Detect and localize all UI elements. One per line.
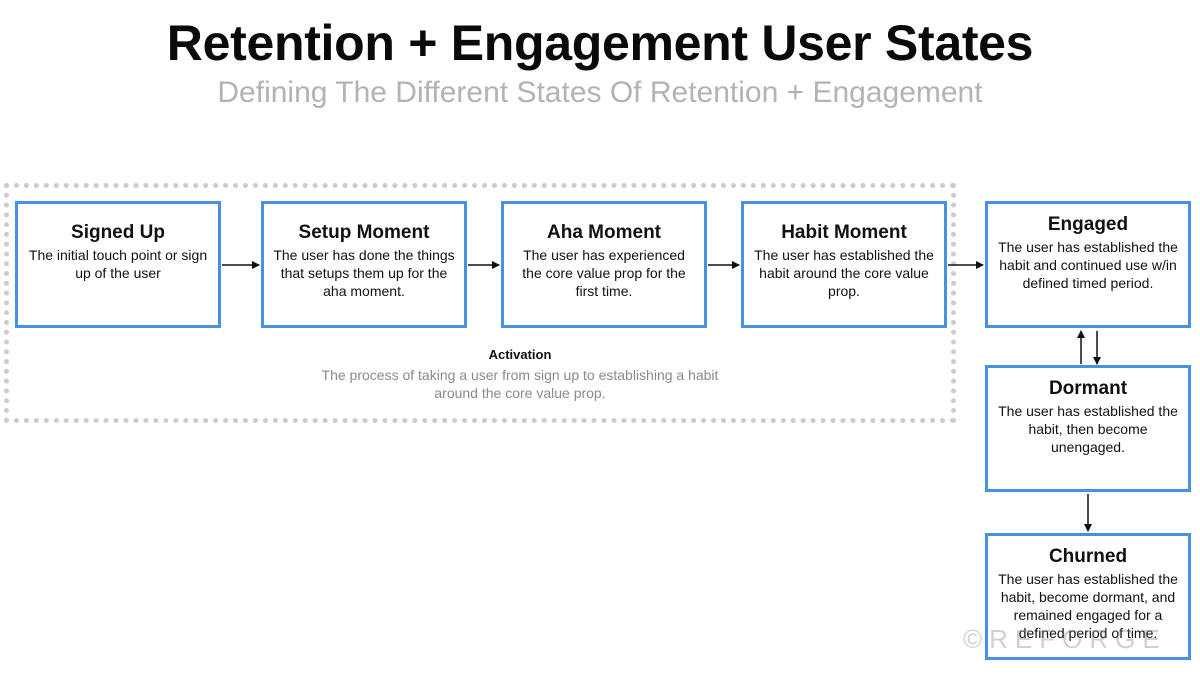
state-engaged: Engaged The user has established the hab… — [985, 201, 1191, 328]
state-description: The initial touch point or sign up of th… — [28, 247, 208, 281]
state-churned: Churned The user has established the hab… — [985, 533, 1191, 660]
state-title: Churned — [1048, 546, 1128, 567]
state-signed-up: Signed Up The initial touch point or sig… — [15, 201, 221, 328]
state-title: Aha Moment — [547, 222, 661, 243]
state-description: The user has established the habit aroun… — [754, 247, 934, 299]
activation-label: Activation — [488, 347, 552, 362]
state-setup-moment: Setup Moment The user has done the thing… — [261, 201, 467, 328]
state-description: The user has established the habit, then… — [998, 403, 1178, 455]
state-description: The user has established the habit, beco… — [998, 571, 1178, 641]
activation-region — [4, 183, 956, 423]
state-description: The user has experienced the core value … — [522, 247, 686, 299]
state-aha-moment: Aha Moment The user has experienced the … — [501, 201, 707, 328]
state-dormant: Dormant The user has established the hab… — [985, 365, 1191, 492]
state-description: The user has done the things that setups… — [273, 247, 455, 299]
state-title: Setup Moment — [298, 222, 430, 243]
watermark-logo: ©REFORGE — [963, 624, 1167, 654]
diagram-subtitle: Defining The Different States Of Retenti… — [217, 76, 983, 109]
state-description: The user has established the habit and c… — [998, 239, 1178, 291]
state-title: Signed Up — [71, 222, 165, 243]
state-title: Engaged — [1047, 214, 1129, 235]
activation-description: The process of taking a user from sign u… — [321, 367, 719, 401]
diagram-title: Retention + Engagement User States — [166, 15, 1034, 71]
state-habit-moment: Habit Moment The user has established th… — [741, 201, 947, 328]
state-title: Habit Moment — [781, 222, 907, 243]
state-title: Dormant — [1048, 378, 1128, 399]
